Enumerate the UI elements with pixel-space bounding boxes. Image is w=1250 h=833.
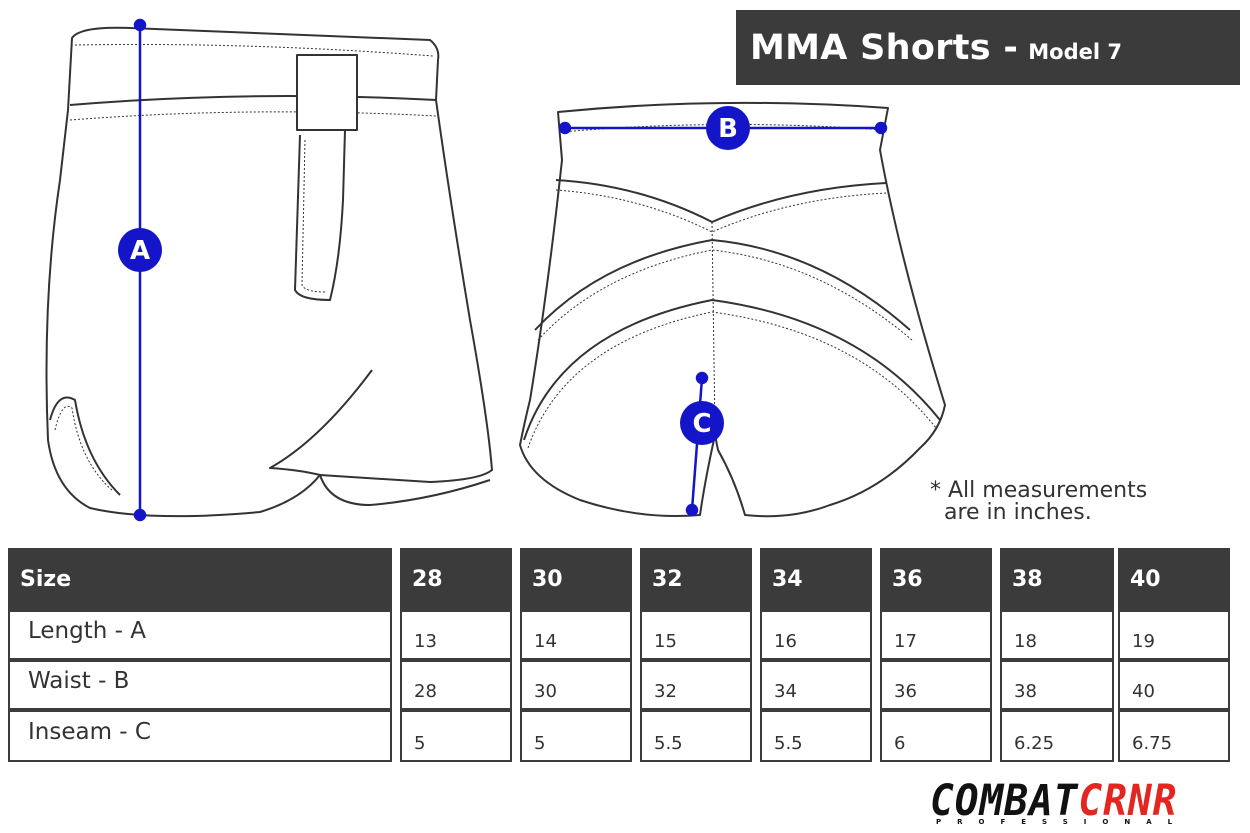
- measurement-note: * All measurements are in inches.: [930, 478, 1148, 525]
- title-model: Model 7: [1028, 39, 1122, 64]
- logo-part-combat: COMBAT: [930, 776, 1079, 826]
- header-size-36: 36: [880, 548, 992, 610]
- table-cell: 18: [1000, 610, 1114, 660]
- logo-tagline: PROFESSIONAL: [936, 818, 1189, 826]
- measure-dot-b-right: [874, 121, 888, 135]
- table-cell: 15: [640, 610, 752, 660]
- table-cell: 6.25: [1000, 710, 1114, 762]
- table-cell: 5: [400, 710, 512, 762]
- marker-c: C: [680, 401, 724, 445]
- measure-dot-c-top: [695, 371, 709, 385]
- row-label-inseam: Inseam - C: [8, 710, 392, 762]
- combatcrnr-logo: COMBATCRNR PROFESSIONAL: [930, 776, 1240, 828]
- back-view-drawing: [519, 101, 946, 518]
- front-view-drawing: [45, 26, 493, 518]
- table-row: Waist - B 28 30 32 34 36 38 40: [8, 660, 1230, 710]
- table-header-row: Size 28 30 32 34 36 38 40: [8, 548, 1230, 610]
- header-size-30: 30: [520, 548, 632, 610]
- table-cell: 38: [1000, 660, 1114, 710]
- svg-text:C: C: [692, 409, 711, 439]
- table-row: Inseam - C 5 5 5.5 5.5 6 6.25 6.75: [8, 710, 1230, 762]
- measure-dot-b-left: [558, 121, 572, 135]
- table-cell: 5: [520, 710, 632, 762]
- header-size-38: 38: [1000, 548, 1114, 610]
- header-size-40: 40: [1118, 548, 1230, 610]
- header-size-28: 28: [400, 548, 512, 610]
- measure-dot-c-bottom: [685, 503, 699, 517]
- logo-part-crnr: CRNR: [1078, 776, 1178, 826]
- table-cell: 36: [880, 660, 992, 710]
- table-cell: 16: [760, 610, 872, 660]
- svg-text:A: A: [130, 236, 150, 266]
- size-chart-table: Size 28 30 32 34 36 38 40 Length - A 13 …: [8, 548, 1230, 762]
- table-cell: 40: [1118, 660, 1230, 710]
- svg-text:B: B: [718, 114, 738, 144]
- table-cell: 14: [520, 610, 632, 660]
- marker-b: B: [706, 106, 750, 150]
- table-cell: 6.75: [1118, 710, 1230, 762]
- measure-dot-a-bottom: [133, 508, 147, 522]
- table-cell: 34: [760, 660, 872, 710]
- measure-dot-a-top: [133, 18, 147, 32]
- table-cell: 19: [1118, 610, 1230, 660]
- title-main: MMA Shorts -: [750, 27, 1019, 68]
- table-cell: 13: [400, 610, 512, 660]
- logo-wordmark: COMBATCRNR: [930, 776, 1177, 826]
- table-cell: 5.5: [760, 710, 872, 762]
- table-cell: 17: [880, 610, 992, 660]
- marker-a: A: [118, 228, 162, 272]
- table-cell: 30: [520, 660, 632, 710]
- row-label-length: Length - A: [8, 610, 392, 660]
- table-cell: 32: [640, 660, 752, 710]
- shorts-diagram: A B C: [45, 18, 946, 522]
- row-label-waist: Waist - B: [8, 660, 392, 710]
- header-size: Size: [8, 548, 392, 610]
- title-banner: MMA Shorts - Model 7: [736, 10, 1240, 85]
- header-size-34: 34: [760, 548, 872, 610]
- table-row: Length - A 13 14 15 16 17 18 19: [8, 610, 1230, 660]
- table-cell: 5.5: [640, 710, 752, 762]
- table-cell: 28: [400, 660, 512, 710]
- header-size-32: 32: [640, 548, 752, 610]
- table-cell: 6: [880, 710, 992, 762]
